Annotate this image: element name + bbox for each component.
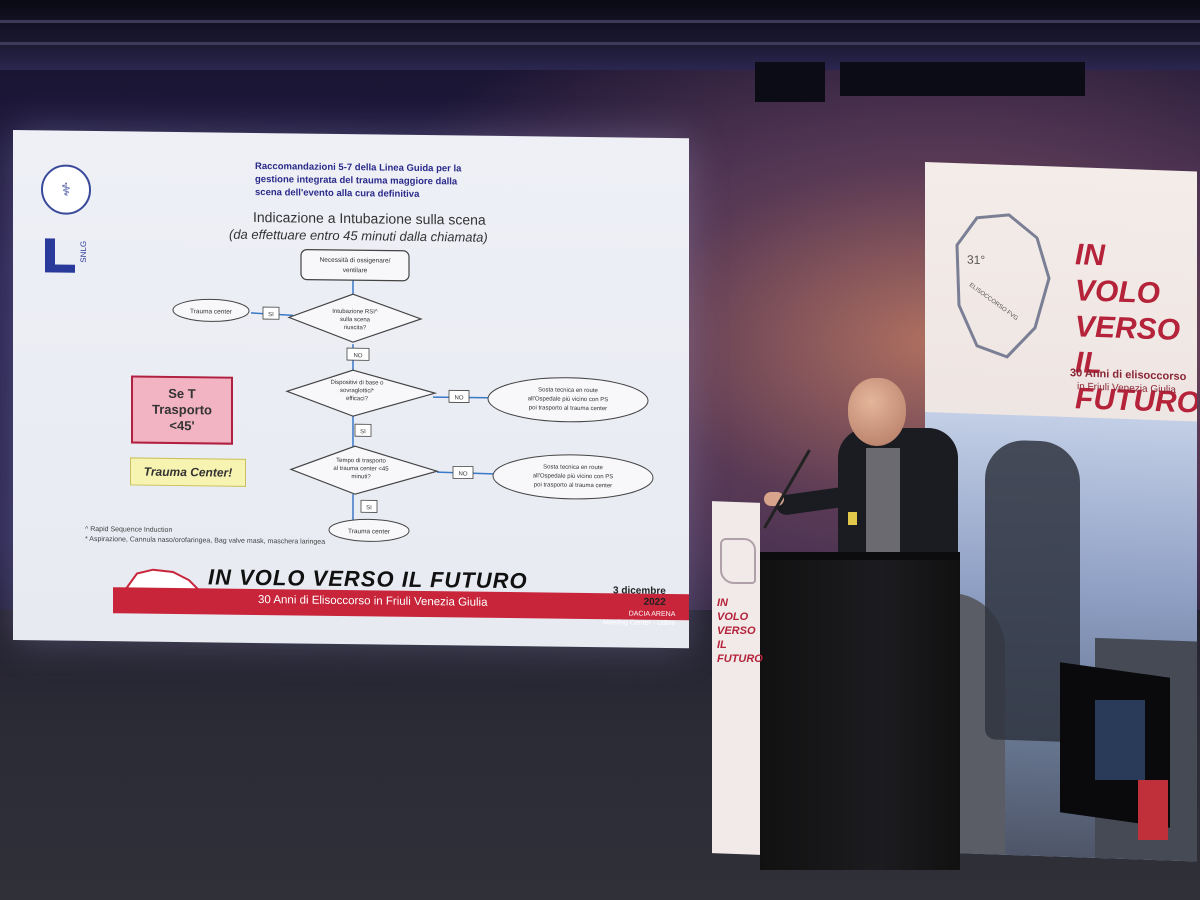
flow-label-si: [354, 423, 372, 437]
svg-text:Intubazione RSI^: Intubazione RSI^: [332, 309, 378, 316]
flow-trauma-center-1: [172, 298, 250, 322]
svg-text:SI: SI: [360, 429, 366, 435]
flow-label-si: [262, 306, 280, 320]
svg-text:NO: NO: [455, 395, 464, 401]
flow-label-no: [448, 389, 470, 403]
svg-text:all'Ospedale più vicino con PS: all'Ospedale più vicino con PS: [533, 473, 614, 480]
svg-text:poi trasporto al trauma center: poi trasporto al trauma center: [529, 405, 607, 412]
ceiling-light-strip: [0, 42, 1200, 45]
svg-text:al trauma center <45: al trauma center <45: [333, 466, 389, 473]
podium: [760, 560, 960, 870]
flow-start-text: Necessità di ossigenare/: [320, 257, 391, 265]
speaker-head: [848, 378, 906, 446]
ceiling-light-strip: [0, 20, 1200, 23]
svg-text:Dispositivi di base o: Dispositivi di base o: [330, 380, 384, 387]
ceiling-projector: [755, 62, 825, 102]
flow-decision-transport-time: [289, 445, 440, 495]
flow-trauma-center-2: [328, 518, 410, 542]
footer-date: 3 dicembre 2022: [613, 585, 666, 608]
svg-text:efficaci?: efficaci?: [346, 396, 369, 402]
banner-fvg-map-logo: 31° ELISOCCORSO FVG: [955, 213, 1051, 359]
flow-stop-box-2: [492, 454, 654, 500]
svg-text:minuti?: minuti?: [351, 474, 371, 480]
svg-text:poi trasporto al trauma center: poi trasporto al trauma center: [534, 482, 612, 489]
projected-slide: ⚕ SNLG Raccomandazioni 5-7 della Linea G…: [13, 130, 689, 649]
footer-event-title: IN VOLO VERSO IL FUTURO: [208, 564, 528, 594]
svg-text:NO: NO: [459, 471, 468, 477]
flow-decision-devices: [285, 369, 438, 417]
equipment-screen: [1095, 700, 1145, 780]
speaker-shirt: [866, 448, 900, 568]
svg-text:Trauma center: Trauma center: [348, 528, 391, 536]
equipment-red-panel: [1138, 780, 1168, 840]
svg-text:sulla scena: sulla scena: [340, 317, 371, 323]
svg-text:NO: NO: [354, 353, 363, 359]
svg-text:Tempo di trasporto: Tempo di trasporto: [336, 458, 386, 465]
transport-time-box: Se T Trasporto <45': [131, 375, 233, 445]
flow-decision-intubation: [287, 293, 423, 343]
podium-title: IN VOLO VERSO IL FUTURO: [717, 597, 763, 665]
svg-text:Trauma center: Trauma center: [190, 308, 233, 316]
svg-text:Sosta tecnica en route: Sosta tecnica en route: [543, 464, 603, 471]
svg-text:all'Ospedale più vicino con PS: all'Ospedale più vicino con PS: [528, 396, 609, 403]
trauma-center-callout: Trauma Center!: [130, 457, 246, 487]
flow-stop-box-1: [487, 377, 649, 423]
podium-map-logo: [720, 538, 756, 584]
flow-label-si: [360, 499, 378, 513]
flow-start-box: [300, 248, 410, 282]
svg-text:Sosta tecnica en route: Sosta tecnica en route: [538, 387, 598, 394]
svg-text:ventilare: ventilare: [343, 267, 368, 274]
svg-text:ELISOCCORSO FVG: ELISOCCORSO FVG: [968, 282, 1019, 322]
slide-footer: IN VOLO VERSO IL FUTURO 30 Anni di Eliso…: [113, 563, 689, 640]
svg-text:riuscita?: riuscita?: [344, 325, 367, 331]
name-badge: [848, 512, 857, 525]
svg-text:SI: SI: [268, 312, 274, 318]
svg-text:sovraglottici*: sovraglottici*: [340, 388, 375, 394]
svg-text:31°: 31°: [967, 252, 985, 267]
event-roll-up-banner: 31° ELISOCCORSO FVG IN VOLO VERSO IL FUT…: [925, 162, 1197, 862]
footer-venue: DACIA ARENA Meeting Center - Udine: [603, 610, 676, 628]
slide-footnotes: ^ Rapid Sequence Induction * Aspirazione…: [85, 525, 326, 546]
ceiling: [0, 0, 1200, 102]
flow-label-no: [452, 465, 474, 480]
ceiling-fixture: [840, 62, 1085, 96]
svg-text:SI: SI: [366, 505, 372, 511]
intubation-flowchart: Necessità di ossigenare/ ventilare Intub…: [172, 248, 654, 542]
flow-label-no: [346, 347, 370, 361]
